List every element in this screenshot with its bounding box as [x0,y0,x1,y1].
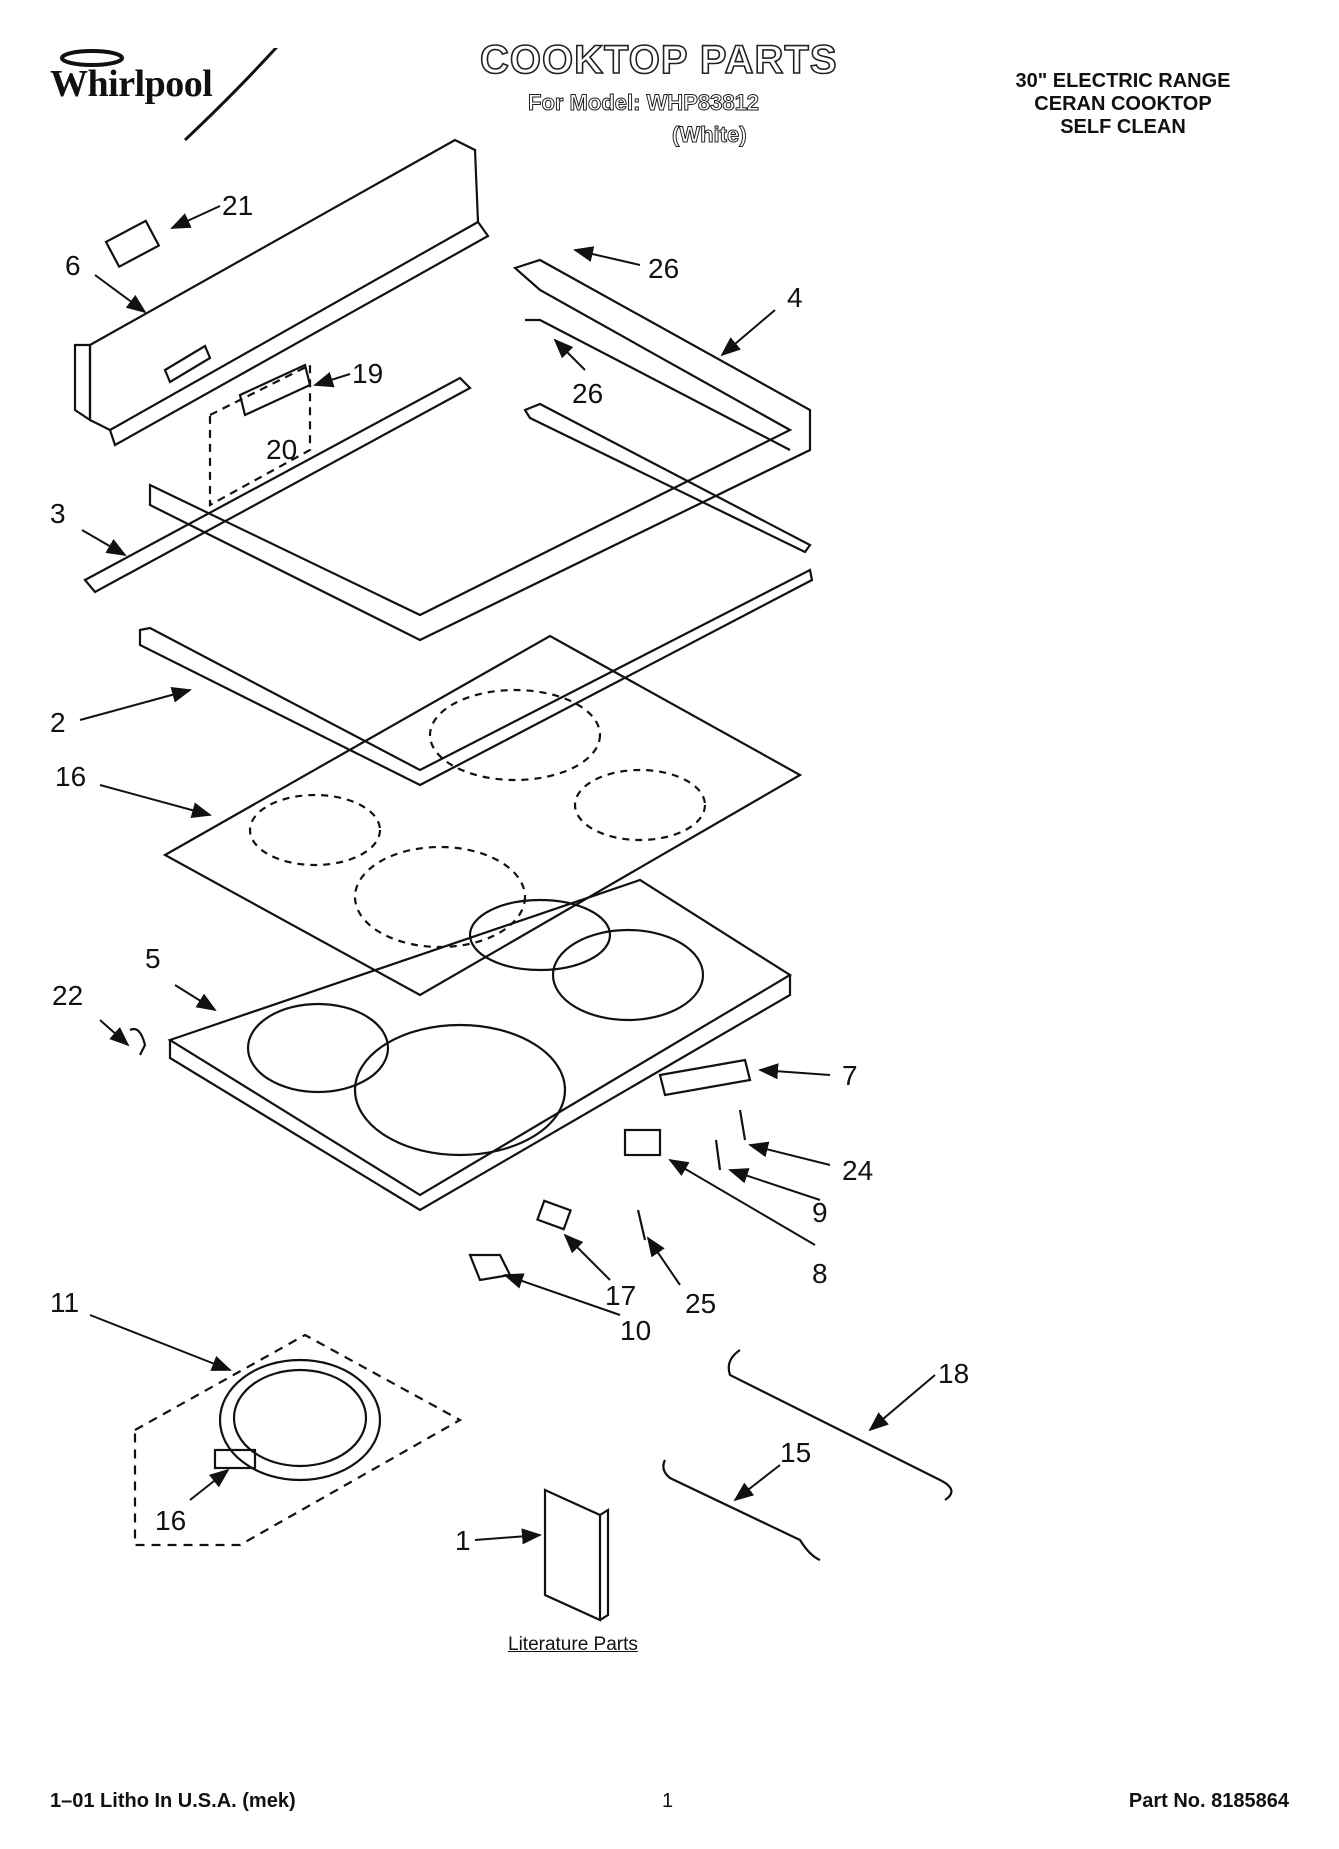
part-number: Part No. 8185864 [1128,1790,1289,1812]
callout-label: 9 [812,1197,828,1228]
callout-label: 22 [52,980,83,1011]
literature-booklet [543,1488,602,1622]
callout-label: 3 [50,498,66,529]
spec-block: 30" ELECTRIC RANGE CERAN COOKTOP SELF CL… [963,70,1283,139]
callout-label: 24 [842,1155,873,1186]
footer-litho: 1–01 Litho In U.S.A. (mek) [50,1790,296,1812]
callout-label: 21 [222,190,253,221]
callout-labels: 21 6 26 4 19 26 20 3 2 16 5 22 7 24 9 8 … [50,190,969,1556]
model-line: For Model: WHP83812 [527,90,760,116]
callout-label: 20 [266,434,297,465]
brand-name: Whirlpool [50,63,213,105]
frame-part [148,258,812,642]
callout-label: 6 [65,250,81,281]
callout-label: 18 [938,1358,969,1389]
spec-line-1: 30" ELECTRIC RANGE [1015,70,1231,92]
callout-label: 7 [842,1060,858,1091]
literature-parts-label: Literature Parts [508,1634,638,1655]
callout-label: 16 [155,1505,186,1536]
callout-label: 17 [605,1280,636,1311]
callout-label: 8 [812,1258,828,1289]
spec-line-3: SELF CLEAN [1060,116,1186,138]
callout-label: 10 [620,1315,651,1346]
radiant-element [218,1358,382,1482]
callout-label: 25 [685,1288,716,1319]
page-number: 1 [662,1790,674,1812]
callout-label: 26 [648,253,679,284]
callout-label: 11 [50,1287,79,1318]
callout-label: 19 [352,358,383,389]
page-title: COOKTOP PARTS [479,37,838,83]
callout-label: 26 [572,378,603,409]
main-top [167,878,793,1197]
spec-line-2: CERAN COOKTOP [1034,93,1212,115]
logo-swirl-icon [60,48,278,142]
callout-label: 2 [50,707,66,738]
callout-label: 1 [455,1525,471,1556]
callout-label: 15 [780,1437,811,1468]
callout-label: 4 [787,282,803,313]
callout-label: 5 [145,943,161,974]
color-line: (White) [672,122,748,148]
brand-logo: Whirlpool [50,48,278,142]
glass-top [162,634,803,997]
gasket-part [138,568,814,787]
backguard-part [88,138,480,432]
callout-label: 16 [55,761,86,792]
